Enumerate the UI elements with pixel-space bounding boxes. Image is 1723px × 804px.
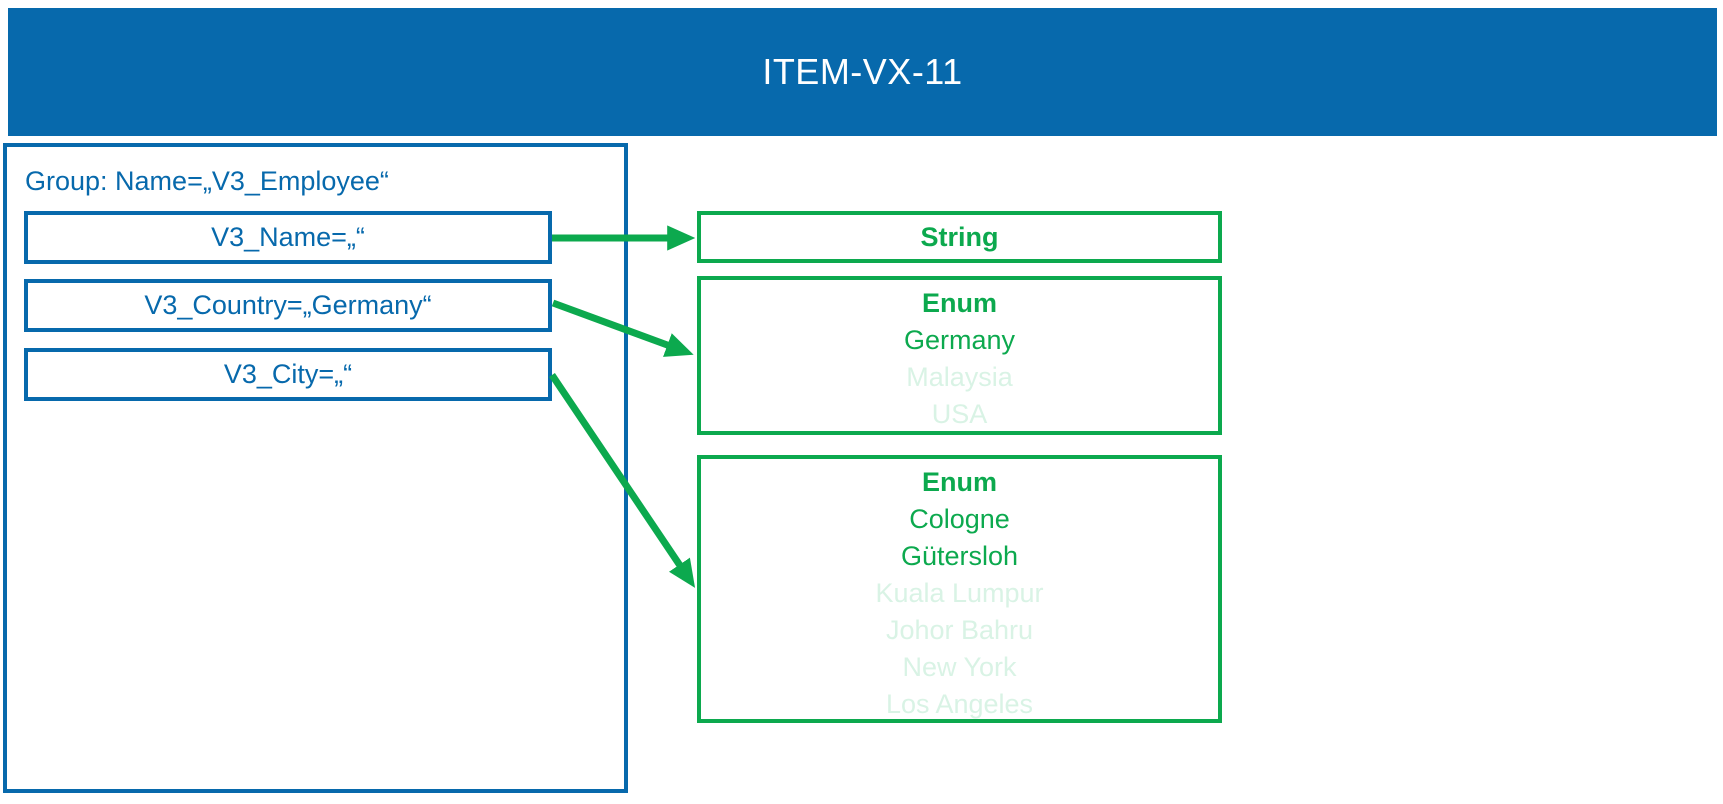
type-box-string: String (697, 211, 1222, 263)
field-box-v3-country: V3_Country=„Germany“ (24, 279, 552, 332)
type-box-city-enum: Enum Cologne Gütersloh Kuala Lumpur Joho… (697, 455, 1222, 723)
country-option-malaysia: Malaysia (906, 362, 1013, 392)
string-type-title: String (920, 221, 999, 252)
city-option-cologne: Cologne (909, 504, 1010, 534)
city-option-kuala-lumpur: Kuala Lumpur (875, 578, 1044, 608)
page-title: ITEM-VX-11 (762, 51, 963, 92)
type-box-country-enum: Enum Germany Malaysia USA (697, 276, 1222, 435)
header-bar: ITEM-VX-11 (8, 8, 1717, 136)
city-option-los-angeles: Los Angeles (885, 689, 1034, 719)
city-option-johor-bahru: Johor Bahru (885, 615, 1034, 645)
country-option-usa: USA (931, 399, 988, 429)
field-v3-city-label: V3_City=„“ (223, 359, 353, 389)
country-enum-title: Enum (921, 288, 997, 318)
field-v3-country-label: V3_Country=„Germany“ (144, 290, 432, 320)
group-label: Group: Name=„V3_Employee“ (25, 166, 389, 196)
field-box-v3-city: V3_City=„“ (24, 348, 552, 401)
city-enum-title: Enum (921, 467, 997, 497)
city-option-guetersloh: Gütersloh (900, 541, 1019, 571)
country-option-germany: Germany (903, 325, 1016, 355)
field-box-v3-name: V3_Name=„“ (24, 211, 552, 264)
field-v3-name-label: V3_Name=„“ (211, 222, 365, 252)
city-option-new-york: New York (902, 652, 1017, 682)
